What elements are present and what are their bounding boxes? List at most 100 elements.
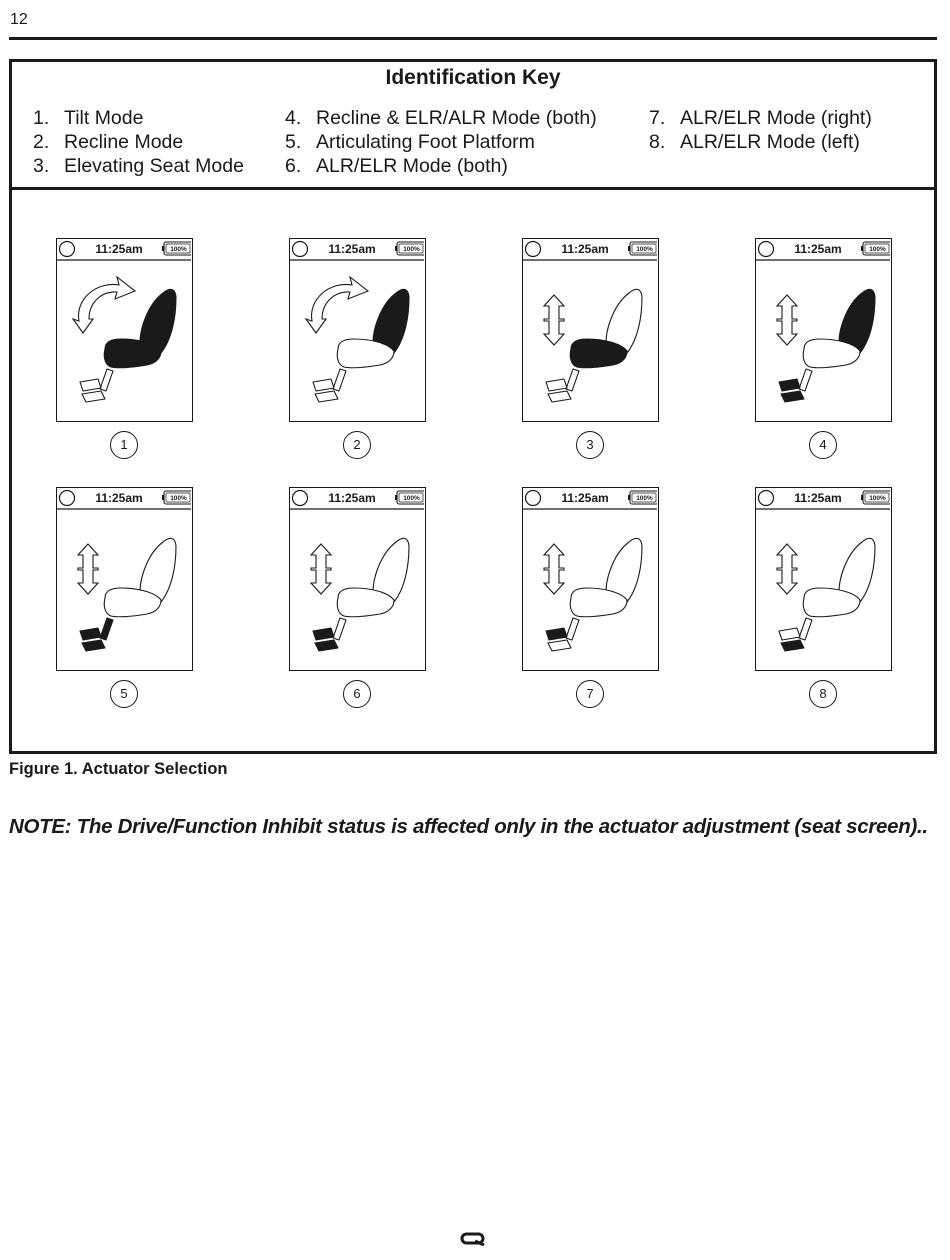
battery-level: 100% <box>403 495 420 502</box>
up-down-arrow-icon <box>775 543 799 595</box>
clock-time: 11:25am <box>328 491 375 505</box>
home-button-icon <box>291 240 309 258</box>
battery-level: 100% <box>869 495 886 502</box>
mode-number-label: 1 <box>110 431 138 459</box>
seat-illustration <box>79 288 177 403</box>
clock-time: 11:25am <box>794 242 841 256</box>
seat-screen: 11:25am 100% <box>289 238 426 422</box>
seat-screen: 11:25am 100% <box>56 487 193 671</box>
battery-level: 100% <box>403 246 420 253</box>
up-down-arrow-icon <box>542 543 566 595</box>
seat-screen: 11:25am 100% <box>522 487 659 671</box>
seat-backrest <box>605 288 643 354</box>
seat-screen: 11:25am 100% <box>289 487 426 671</box>
identification-key-title: Identification Key <box>385 66 561 89</box>
battery-level: 100% <box>869 246 886 253</box>
seat-illustration <box>312 537 410 652</box>
battery-icon: 100% <box>628 241 657 256</box>
status-bar: 11:25am 100% <box>290 240 424 261</box>
up-down-arrow-icon <box>309 543 333 595</box>
home-button-icon <box>58 240 76 258</box>
status-bar: 11:25am 100% <box>756 489 890 510</box>
leg-rest <box>99 368 114 392</box>
tilt-arrow-icon <box>304 275 370 334</box>
battery-level: 100% <box>636 246 653 253</box>
clock-time: 11:25am <box>95 242 142 256</box>
leg-rest <box>332 368 347 392</box>
key-item: 2.Recline Mode <box>33 131 184 153</box>
battery-icon: 100% <box>162 490 191 505</box>
seat-backrest <box>605 537 643 603</box>
seat-backrest <box>372 288 410 354</box>
key-item: 1.Tilt Mode <box>33 107 144 129</box>
seat-cushion <box>569 338 628 369</box>
key-item: 5.Articulating Foot Platform <box>285 131 535 153</box>
seat-cushion <box>569 587 628 618</box>
foot-platform-right <box>314 639 339 652</box>
foot-platform-left <box>312 378 335 392</box>
tilt-arrow-icon <box>71 275 137 334</box>
figure-box: Identification Key 1.Tilt Mode 2.Recline… <box>9 59 937 754</box>
seat-illustration <box>312 288 410 403</box>
seat-screen: 11:25am 100% <box>755 238 892 422</box>
key-item: 7.ALR/ELR Mode (right) <box>649 107 872 129</box>
header-rule <box>9 37 937 40</box>
home-button-icon <box>524 489 542 507</box>
status-bar: 11:25am 100% <box>523 489 657 510</box>
battery-level: 100% <box>636 495 653 502</box>
battery-level: 100% <box>170 246 187 253</box>
mode-number-label: 5 <box>110 680 138 708</box>
up-down-arrow-icon <box>542 294 566 346</box>
key-column-1: 1.Tilt Mode 2.Recline Mode 3.Elevating S… <box>33 106 244 178</box>
seat-illustration <box>545 537 643 652</box>
foot-platform-left <box>545 627 568 641</box>
up-down-arrow-icon <box>76 543 100 595</box>
foot-platform-left <box>79 627 102 641</box>
seat-cushion <box>336 587 395 618</box>
clock-time: 11:25am <box>95 491 142 505</box>
home-button-icon <box>757 489 775 507</box>
seat-illustration <box>778 537 876 652</box>
note-text: NOTE: The Drive/Function Inhibit status … <box>9 815 928 838</box>
status-bar: 11:25am 100% <box>57 489 191 510</box>
seat-illustration <box>79 537 177 652</box>
seat-cushion <box>336 338 395 369</box>
battery-icon: 100% <box>628 490 657 505</box>
foot-platform-right <box>81 639 106 652</box>
foot-platform-right <box>780 390 805 403</box>
q-logo-icon <box>460 1232 486 1251</box>
seat-cushion <box>103 587 162 618</box>
home-button-icon <box>58 489 76 507</box>
foot-platform-left <box>778 627 801 641</box>
seat-screen: 11:25am 100% <box>755 487 892 671</box>
foot-platform-right <box>780 639 805 652</box>
battery-icon: 100% <box>861 490 890 505</box>
leg-rest <box>99 617 114 641</box>
home-button-icon <box>291 489 309 507</box>
mode-number-label: 8 <box>809 680 837 708</box>
seat-cushion <box>802 338 861 369</box>
clock-time: 11:25am <box>561 491 608 505</box>
battery-level: 100% <box>170 495 187 502</box>
up-down-arrow-icon <box>775 294 799 346</box>
page-number: 12 <box>10 11 28 28</box>
key-item: 6.ALR/ELR Mode (both) <box>285 155 508 177</box>
seat-backrest <box>139 288 177 354</box>
foot-platform-right <box>547 639 572 652</box>
seat-screen: 11:25am 100% <box>522 238 659 422</box>
battery-icon: 100% <box>395 241 424 256</box>
battery-icon: 100% <box>395 490 424 505</box>
key-item: 3.Elevating Seat Mode <box>33 155 244 177</box>
foot-platform-left <box>79 378 102 392</box>
key-divider <box>12 187 934 190</box>
mode-number-label: 3 <box>576 431 604 459</box>
foot-platform-right <box>81 390 106 403</box>
seat-screen: 11:25am 100% <box>56 238 193 422</box>
clock-time: 11:25am <box>561 242 608 256</box>
leg-rest <box>332 617 347 641</box>
seat-backrest <box>139 537 177 603</box>
status-bar: 11:25am 100% <box>523 240 657 261</box>
seat-illustration <box>778 288 876 403</box>
home-button-icon <box>757 240 775 258</box>
key-column-3: 7.ALR/ELR Mode (right) 8.ALR/ELR Mode (l… <box>649 106 872 154</box>
